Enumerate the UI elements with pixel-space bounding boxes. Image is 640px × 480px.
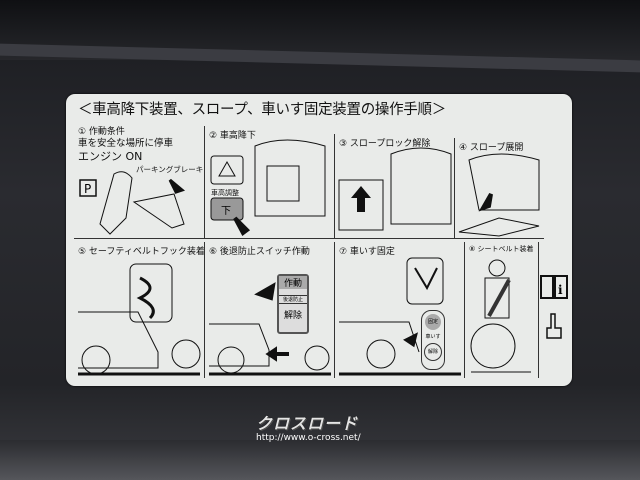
rear-door-illustration: 下 [210,139,326,236]
watermark-logo: クロスロード [256,414,359,433]
wheelchair-lock-switch: 固定 車いす 解除 [421,310,445,370]
rollback-switch-illustration [209,282,331,376]
seatbelt-illustration [470,259,531,373]
ramp-deploy-illustration [458,153,540,237]
floor-carpet [0,440,640,480]
step-5-panel: ⑤ セーフティベルトフック装着 [74,242,205,378]
step-1-panel: ① 作動条件 車を安全な場所に停車 エンジン ON パーキングブレーキ P [74,122,204,238]
switch-lock-label: 固定 [425,314,441,330]
step-2-panel: ② 車高降下 車高調整 下 [204,126,335,238]
lower-button-glyph: 下 [221,206,231,217]
step-callout: パーキングブレーキ [136,165,204,174]
driver-parking-illustration: P [79,171,186,235]
step-title: ⑦ 車いす固定 [339,247,395,257]
step-text: 車を安全な場所に停車 [78,138,174,149]
step-title: ① 作動条件 [78,127,125,137]
svg-text:P: P [84,182,91,196]
switch-off-label: 解除 [283,311,302,321]
step-8-panel: ⑧ シートベルト装着 [464,242,539,378]
step-title: ⑥ 後退防止スイッチ作動 [209,247,310,257]
step-4-panel: ④ スロープ展開 [454,138,565,238]
step-7-panel: ⑦ 車いす固定 固定 車いす 解除 [334,242,465,378]
rollback-prevention-switch: 作動 後退防止 解除 [277,274,309,334]
manual-book-icon: i [540,275,568,299]
pointing-hand-icon [546,313,562,339]
wheelchair-lock-illustration [339,257,461,376]
step-title: ② 車高降下 [209,131,256,141]
row-divider [74,238,544,239]
switch-on-label: 作動 [279,276,307,289]
step-6-panel: ⑥ 後退防止スイッチ作動 作動 後退防止 解除 [204,242,335,378]
step-title: ③ スロープロック解除 [339,139,431,149]
dealer-watermark: クロスロード http://www.o-cross.net/ [256,410,361,443]
svg-text:i: i [558,283,563,297]
ramp-lock-release-illustration [338,147,452,231]
step-title: ⑤ セーフティベルトフック装着 [78,247,205,257]
step-3-panel: ③ スロープロック解除 [334,134,455,238]
switch-caption: 車いす [425,334,441,340]
belt-hook-illustration [78,263,201,376]
switch-release-label: 解除 [424,343,442,361]
step-text: エンジン ON [78,150,143,163]
step-title: ④ スロープ展開 [459,143,524,153]
step-callout: 車高調整 [211,189,239,197]
switch-caption: 後退防止 [279,295,307,304]
watermark-url: http://www.o-cross.net/ [256,433,361,443]
label-title: ＜車高降下装置、スロープ、車いす固定装置の操作手順＞ [78,102,446,118]
side-icons-column: i [538,242,569,378]
step-title: ⑧ シートベルト装着 [469,245,534,253]
instruction-label: ＜車高降下装置、スロープ、車いす固定装置の操作手順＞ ① 作動条件 車を安全な場… [66,94,572,386]
